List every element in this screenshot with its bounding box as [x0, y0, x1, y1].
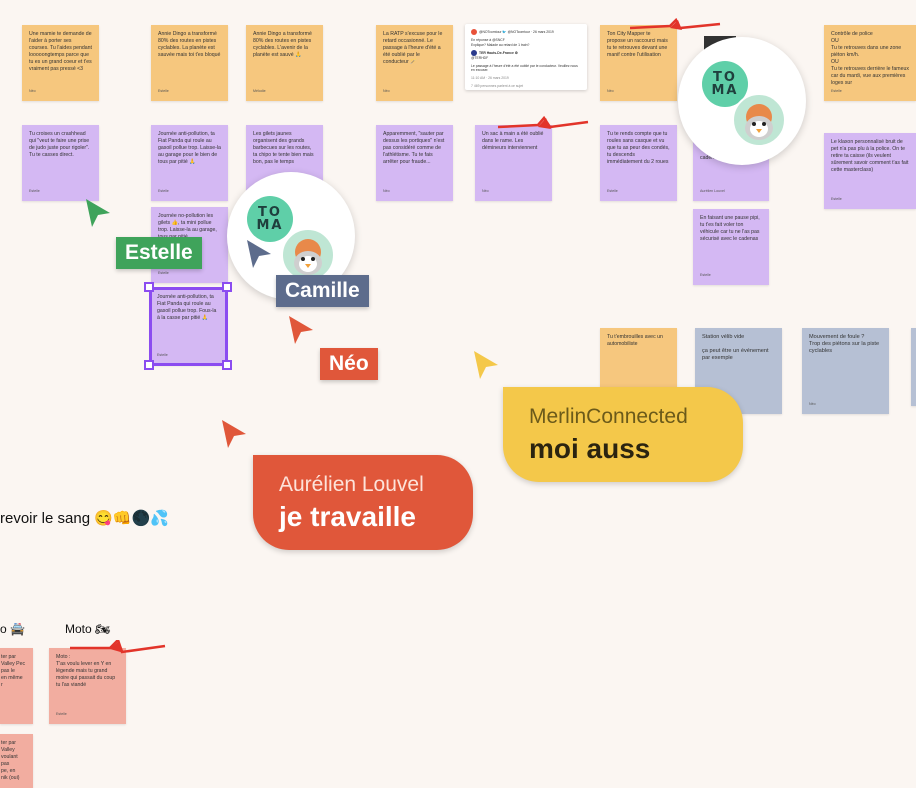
note-text: Une mamie te demande de l'aider à porter… [29, 31, 92, 72]
penguin-avatar-icon [281, 228, 335, 282]
note-author: Néo [607, 89, 614, 93]
chat-bubble-merlin: MerlinConnected moi auss [503, 387, 743, 482]
note-text: En faisant une pause pipi, tu t'es fait … [700, 215, 760, 242]
section-heading: revoir le sang 😋👊🌑💦 [0, 510, 169, 527]
sticky-note[interactable]: ter par Valley voulant pas pe, en nik (o… [0, 734, 33, 788]
note-author: Néo [383, 89, 390, 93]
chat-bubble-message: je travaille [279, 501, 416, 532]
note-author: Estelle [56, 712, 67, 716]
resize-handle-bottom-left[interactable] [144, 360, 154, 370]
sticky-note[interactable]: Contrôle de police OU Tu te retrouves da… [824, 25, 916, 101]
neo-cursor-label: Néo [320, 348, 378, 380]
note-text: Les gilets jaunes organisent des grands … [253, 131, 314, 165]
column-heading-moto: Moto 🏍 [65, 622, 111, 636]
note-author: Estelle [700, 273, 711, 277]
note-text: Apparemment, "sauter par dessus les port… [383, 131, 445, 165]
sticky-note[interactable]: Le klaxon personnalisé bruit de pet n'a … [824, 133, 916, 209]
note-author: Néo [482, 189, 489, 193]
sticky-note[interactable]: Un sac à main a été oublié dans le rame.… [475, 125, 552, 201]
note-author: Estelle [158, 89, 169, 93]
sticky-note[interactable]: La RATP s'excuse pour le retard occasion… [376, 25, 453, 101]
note-author: Estelle [158, 271, 169, 275]
note-text: Journée anti-pollution, ta Fiat Panda qu… [157, 294, 217, 321]
chat-bubble-message: moi auss [529, 433, 651, 464]
red-stroke-mark [498, 115, 589, 129]
selection-frame[interactable] [149, 287, 228, 366]
note-author: Estelle [157, 353, 168, 357]
tweet-date: 11:10 AM · 26 mars 2019 [471, 75, 509, 80]
note-author: Estelle [831, 89, 842, 93]
estelle-cursor-label: Estelle [116, 237, 202, 269]
resize-handle-top-left[interactable] [144, 282, 154, 292]
chat-bubble-name: Aurélien Louvel [279, 473, 424, 496]
embedded-tweet-card[interactable]: @NOTcomtour 🐦 @NOTcomtour · 26 mars 2019… [465, 24, 587, 90]
red-stroke-mark [630, 18, 721, 30]
note-author: Estelle [158, 189, 169, 193]
tweet-stats: 7 469 personnes parlent à ce sujet [471, 83, 524, 88]
sticky-note[interactable]: Annie Dingo a transformé 80% des routes … [151, 25, 228, 101]
note-text: Annie Dingo a transformé 80% des routes … [253, 31, 312, 58]
chat-bubble-name: MerlinConnected [529, 405, 688, 428]
tweet-avatar [471, 29, 477, 35]
tweet-author: TER Hauts-De-France ⚙ [471, 50, 581, 57]
note-text: Annie Dingo a transformé 80% des routes … [158, 31, 221, 58]
note-text: Tu croises un crashhead qui "veut te fai… [29, 131, 90, 158]
note-text: ter par Valley Pec pas le en même r [1, 654, 26, 688]
note-text: Station vélib vide ça peut être un événe… [702, 334, 769, 361]
resize-handle-bottom-right[interactable] [222, 360, 232, 370]
chat-bubble-aurelien: Aurélien Louvel je travaille [253, 455, 473, 550]
sticky-note[interactable]: Moto : T'as voulu lever en Y en légende … [49, 648, 126, 724]
selected-sticky-note[interactable]: Journée anti-pollution, ta Fiat Panda qu… [150, 288, 227, 365]
note-author: Estelle [607, 189, 618, 193]
note-text: La RATP s'excuse pour le retard occasion… [383, 31, 443, 65]
sticky-note[interactable]: Annie Dingo a transformé 80% des routes … [246, 25, 323, 101]
penguin-avatar-icon [732, 93, 786, 147]
sticky-note[interactable]: Mouvement de foule ? Trop des piétons su… [802, 328, 889, 414]
sticky-note[interactable] [911, 328, 916, 406]
tweet-reply-to: En réponse à @SNCF Explique? Malade au r… [471, 38, 530, 47]
note-text: Ton City Mapper te propose un raccourci … [607, 31, 668, 58]
sticky-note[interactable]: Tu te rends compte que tu roules sans ca… [600, 125, 677, 201]
note-author: Néo [383, 189, 390, 193]
note-text: cadenas [700, 155, 720, 161]
sticky-note[interactable]: Apparemment, "sauter par dessus les port… [376, 125, 453, 201]
column-heading: o 🚔 [0, 622, 25, 636]
tweet-header: @NOTcomtour 🐦 @NOTcomtour · 26 mars 2019 [471, 29, 581, 35]
note-author: Néo [809, 402, 816, 406]
red-stroke-mark [70, 640, 166, 654]
note-text: Journée anti-pollution, ta Fiat Panda qu… [158, 131, 221, 165]
note-text: Un sac à main a été oublié dans le rame.… [482, 131, 544, 151]
note-author: Mélodie [253, 89, 266, 93]
sticky-note[interactable]: Journée anti-pollution, ta Fiat Panda qu… [151, 125, 228, 201]
sticky-note[interactable]: ter par Valley Pec pas le en même r [0, 648, 33, 724]
camille-cursor-label: Camille [276, 275, 369, 307]
note-author: Néo [29, 89, 36, 93]
sticky-note[interactable]: Tu croises un crashhead qui "veut te fai… [22, 125, 99, 201]
sticky-note[interactable]: Une mamie te demande de l'aider à porter… [22, 25, 99, 101]
note-text: Tu t'embrouilles avec un automobiliste [607, 334, 663, 347]
sticky-note[interactable]: Ton City Mapper te propose un raccourci … [600, 25, 677, 101]
note-text: Contrôle de police OU Tu te retrouves da… [831, 31, 909, 86]
note-text: Tu te rends compte que tu roules sans ca… [607, 131, 670, 165]
resize-handle-top-right[interactable] [222, 282, 232, 292]
tweet-avatar [471, 50, 477, 57]
note-text: Mouvement de foule ? Trop des piétons su… [809, 334, 880, 354]
note-text: Moto : T'as voulu lever en Y en légende … [56, 654, 116, 688]
tweet-handle: @TERHDF [471, 56, 489, 61]
note-author: Estelle [831, 197, 842, 201]
note-text: Le klaxon personnalisé bruit de pet n'a … [831, 139, 909, 173]
sticky-note[interactable]: En faisant une pause pipi, tu t'es fait … [693, 209, 769, 285]
note-author: Aurélien Louvel [700, 189, 725, 193]
tweet-body: Le passage à l'heure d'été a été oublié … [471, 63, 578, 73]
note-author: Estelle [29, 189, 40, 193]
note-text: ter par Valley voulant pas pe, en nik (o… [1, 740, 20, 781]
